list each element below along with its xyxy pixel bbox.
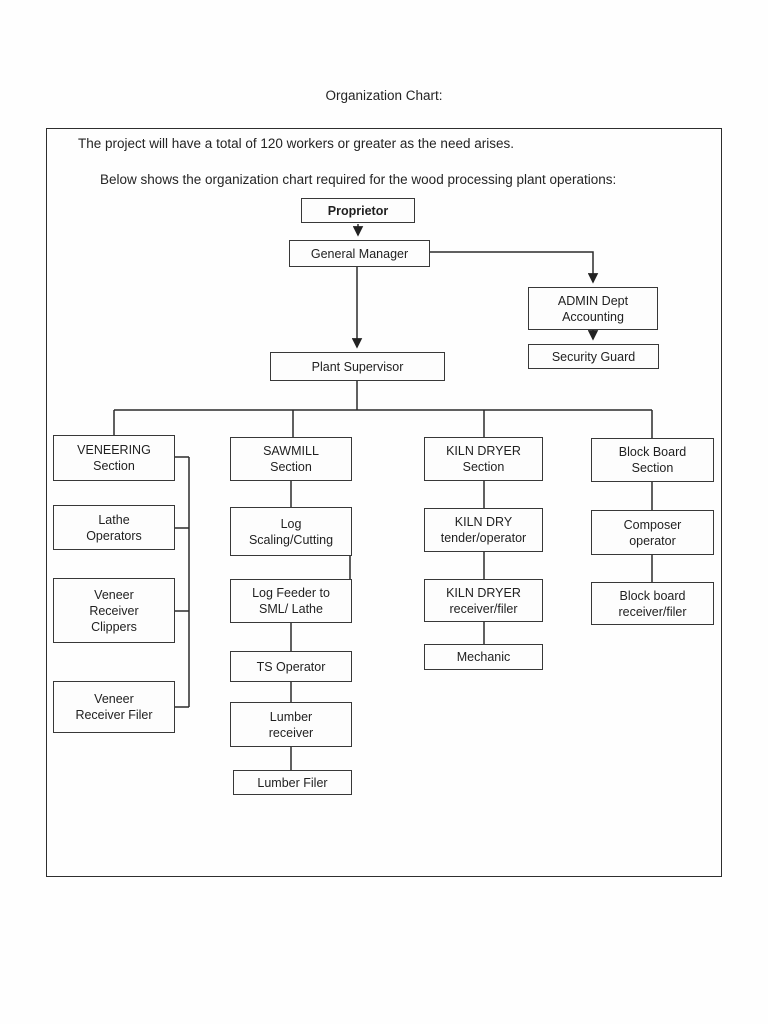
page-title: Organization Chart: [325, 88, 443, 103]
intro-text-1: The project will have a total of 120 wor… [78, 136, 514, 151]
org-node-mechanic: Mechanic [424, 644, 543, 670]
org-node-general-manager: General Manager [289, 240, 430, 267]
org-node-veneer-receiver-clippers: Veneer Receiver Clippers [53, 578, 175, 643]
org-node-security-guard: Security Guard [528, 344, 659, 369]
org-node-kiln-dryer-receiver-filer: KILN DRYER receiver/filer [424, 579, 543, 622]
org-node-admin-dept-accounting: ADMIN Dept Accounting [528, 287, 658, 330]
org-node-plant-supervisor: Plant Supervisor [270, 352, 445, 381]
org-node-log-scaling-cutting: Log Scaling/Cutting [230, 507, 352, 556]
org-node-block-board-section: Block Board Section [591, 438, 714, 482]
org-node-lumber-receiver: Lumber receiver [230, 702, 352, 747]
org-node-veneer-receiver-filer: Veneer Receiver Filer [53, 681, 175, 733]
org-node-sawmill-section: SAWMILL Section [230, 437, 352, 481]
org-node-block-board-receiver-filer: Block board receiver/filer [591, 582, 714, 625]
org-node-kiln-dry-tender-operator: KILN DRY tender/operator [424, 508, 543, 552]
intro-text-2: Below shows the organization chart requi… [100, 172, 617, 187]
org-node-log-feeder: Log Feeder to SML/ Lathe [230, 579, 352, 623]
org-node-veneering-section: VENEERING Section [53, 435, 175, 481]
org-node-lathe-operators: Lathe Operators [53, 505, 175, 550]
org-node-composer-operator: Composer operator [591, 510, 714, 555]
org-node-kiln-dryer-section: KILN DRYER Section [424, 437, 543, 481]
org-node-ts-operator: TS Operator [230, 651, 352, 682]
org-node-lumber-filer: Lumber Filer [233, 770, 352, 795]
org-node-proprietor: Proprietor [301, 198, 415, 223]
